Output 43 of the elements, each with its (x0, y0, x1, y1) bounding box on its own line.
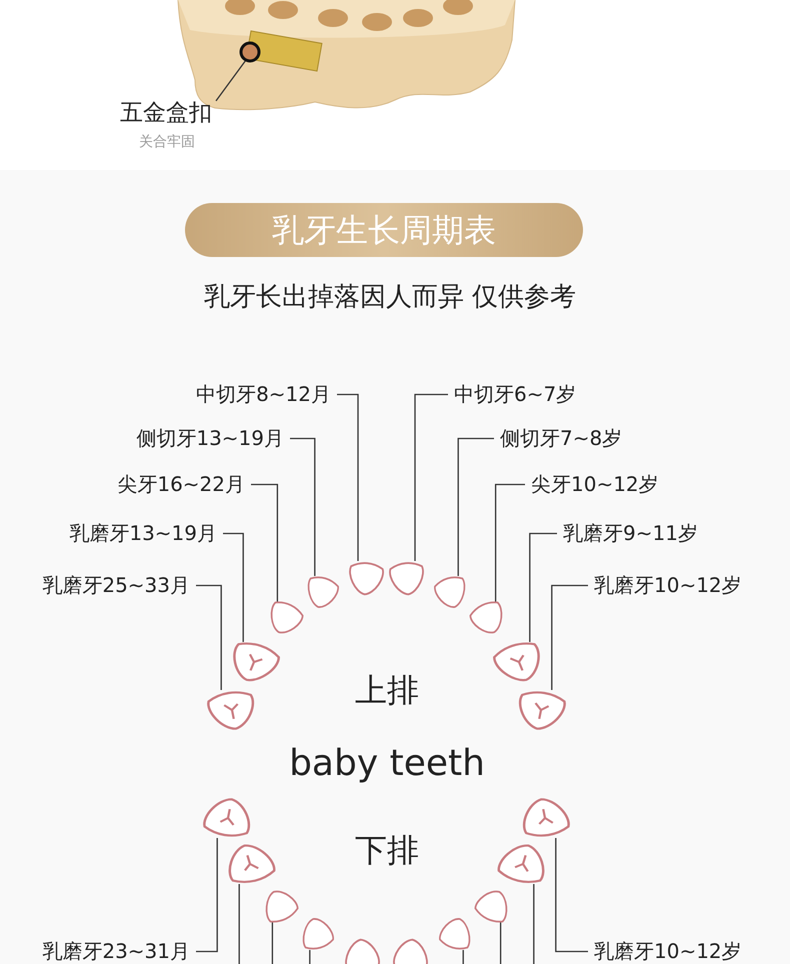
tooth-label: 中切牙6~7岁 (454, 381, 576, 408)
leader-line (551, 584, 588, 690)
leader-line (238, 884, 240, 964)
leader-line (196, 838, 218, 952)
leader-line (337, 394, 359, 561)
marker-dot (239, 41, 261, 63)
tooth-label: 乳磨牙13~19月 (69, 520, 217, 547)
tooth-label: 侧切牙7~8岁 (500, 425, 622, 452)
tooth-label: 乳磨牙9~11岁 (563, 520, 698, 547)
leader-line (215, 60, 247, 102)
title-banner: 乳牙生长周期表 (185, 203, 583, 257)
leader-line (529, 532, 557, 642)
tooth-label: 乳磨牙23~31月 (42, 938, 190, 964)
tooth-label: 乳磨牙10~12岁 (594, 572, 742, 599)
leader-line (500, 922, 502, 964)
tooth-label: 侧切牙13~19月 (136, 425, 284, 452)
leader-line (462, 950, 464, 964)
tooth-label: 中切牙8~12月 (196, 381, 331, 408)
leader-line (309, 950, 310, 964)
section-heading: baby teeth (289, 742, 485, 784)
tooth-drawing (342, 937, 382, 964)
tooth-label: 尖牙10~12岁 (531, 471, 659, 498)
subtitle-note: 乳牙长出掉落因人而异 仅供参考 (204, 281, 576, 314)
lower-row-label: 下排 (355, 830, 419, 872)
leader-line (196, 584, 222, 690)
leader-line (251, 484, 278, 602)
leader-line (290, 438, 316, 576)
tooth-drawing (387, 559, 427, 597)
leader-line (272, 922, 274, 964)
leader-line (555, 838, 588, 952)
upper-row-label: 上排 (355, 670, 419, 712)
leader-line (414, 394, 448, 561)
leader-line (223, 532, 244, 642)
tooth-drawing (391, 937, 431, 964)
leader-line (458, 438, 494, 576)
tooth-label: 乳磨牙10~12岁 (594, 938, 742, 964)
feature-caption: 关合牢固 (139, 133, 195, 151)
tooth-drawing (346, 559, 386, 597)
leader-line (533, 884, 534, 964)
leader-line (494, 484, 525, 602)
tooth-label: 尖牙16~22月 (117, 471, 245, 498)
feature-label: 五金盒扣 (120, 96, 212, 128)
tooth-label: 乳磨牙25~33月 (42, 572, 190, 599)
